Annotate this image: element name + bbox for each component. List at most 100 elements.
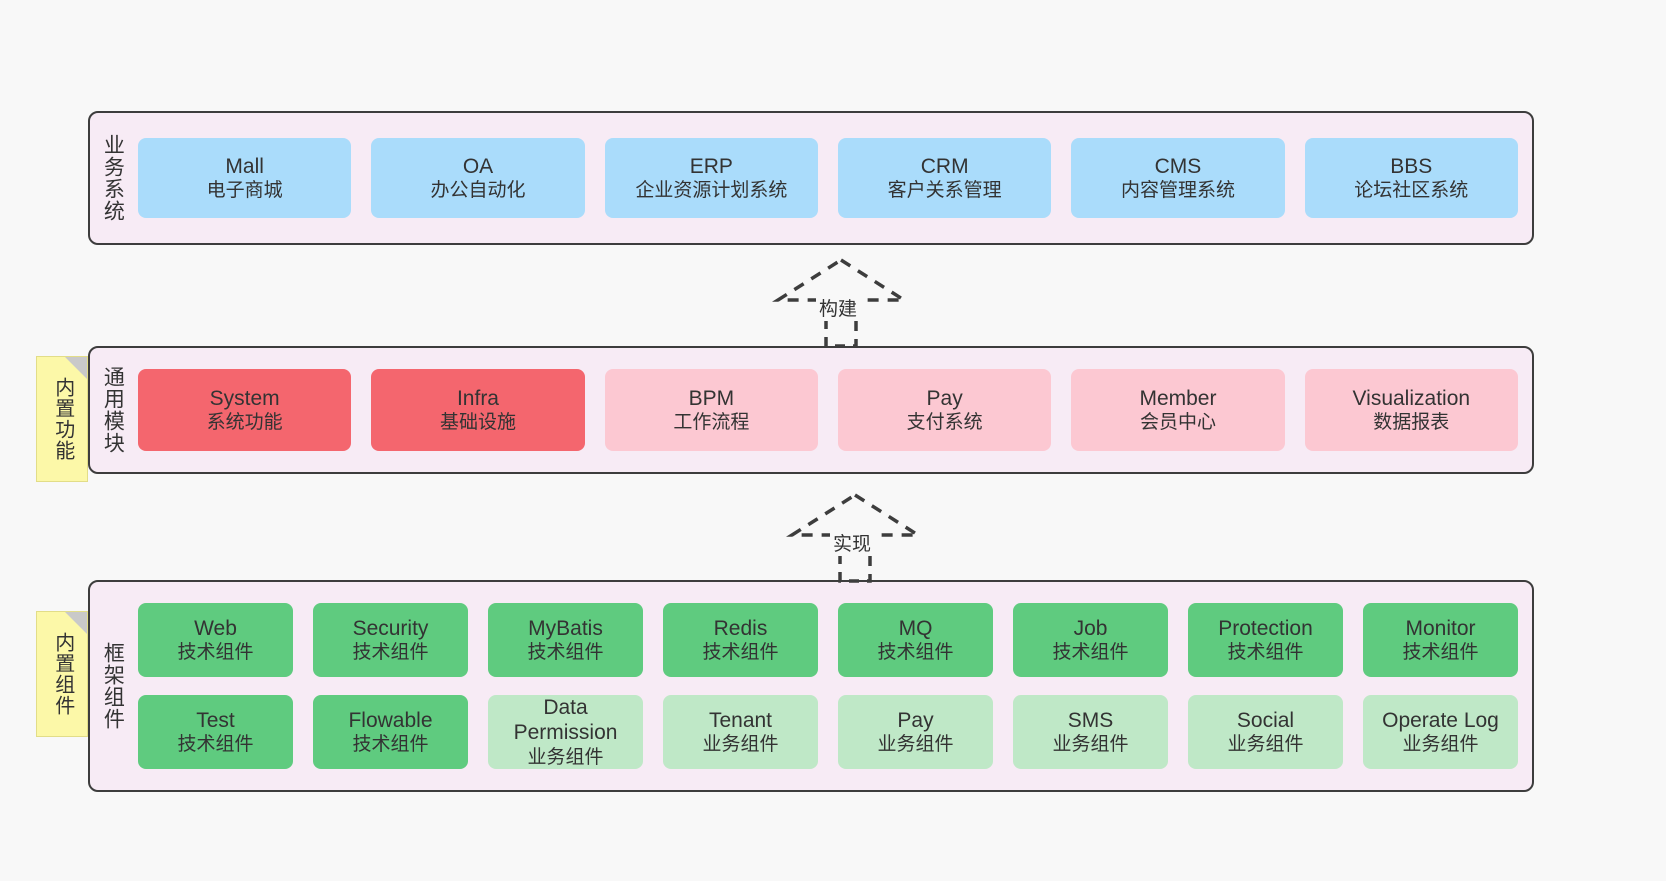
connector-implement-arrow bbox=[785, 492, 925, 583]
card-title: OA bbox=[462, 154, 494, 178]
card-social[interactable]: Social 业务组件 bbox=[1188, 695, 1343, 769]
card-subtitle: 技术组件 bbox=[352, 734, 429, 756]
card-title: ERP bbox=[689, 154, 733, 178]
layer-business-system[interactable]: 业务系统 Mall 电子商城 OA 办公自动化 ERP 企业资源计划系统 CRM… bbox=[88, 111, 1534, 245]
card-row: System 系统功能 Infra 基础设施 BPM 工作流程 Pay 支付系统… bbox=[138, 369, 1518, 451]
layer-title-framework-component: 框架组件 bbox=[101, 642, 125, 730]
card-protection[interactable]: Protection 技术组件 bbox=[1188, 603, 1343, 677]
card-title: Job bbox=[1073, 616, 1108, 640]
card-job[interactable]: Job 技术组件 bbox=[1013, 603, 1168, 677]
card-title: SMS bbox=[1067, 708, 1114, 732]
card-data-permission[interactable]: Data Permission 业务组件 bbox=[488, 695, 643, 769]
card-title: Mall bbox=[225, 154, 264, 178]
note-label: 内置功能 bbox=[51, 377, 74, 461]
card-title: Tenant bbox=[708, 708, 773, 732]
card-title: Monitor bbox=[1405, 616, 1476, 640]
card-title: CRM bbox=[920, 154, 969, 178]
card-mq[interactable]: MQ 技术组件 bbox=[838, 603, 993, 677]
card-subtitle: 技术组件 bbox=[877, 642, 954, 664]
card-row: Test 技术组件 Flowable 技术组件 Data Permission … bbox=[138, 695, 1518, 769]
card-subtitle: 论坛社区系统 bbox=[1354, 180, 1469, 202]
layer-body-business-system: Mall 电子商城 OA 办公自动化 ERP 企业资源计划系统 CRM 客户关系… bbox=[134, 113, 1532, 243]
card-mall[interactable]: Mall 电子商城 bbox=[138, 138, 352, 218]
card-title: Operate Log bbox=[1382, 708, 1499, 732]
layer-framework-component[interactable]: 框架组件 Web 技术组件 Security 技术组件 MyBatis 技术组件… bbox=[88, 580, 1534, 792]
layer-body-common-module: System 系统功能 Infra 基础设施 BPM 工作流程 Pay 支付系统… bbox=[134, 348, 1532, 472]
card-title: Security bbox=[352, 616, 429, 640]
card-subtitle: 技术组件 bbox=[177, 642, 254, 664]
card-title: System bbox=[209, 386, 280, 410]
card-title: MyBatis bbox=[528, 616, 603, 640]
card-title: Web bbox=[194, 616, 237, 640]
layer-title-business-system: 业务系统 bbox=[101, 134, 125, 222]
card-redis[interactable]: Redis 技术组件 bbox=[663, 603, 818, 677]
card-subtitle: 客户关系管理 bbox=[887, 180, 1002, 202]
layer-body-framework-component: Web 技术组件 Security 技术组件 MyBatis 技术组件 Redi… bbox=[134, 582, 1532, 790]
card-web[interactable]: Web 技术组件 bbox=[138, 603, 293, 677]
card-crm[interactable]: CRM 客户关系管理 bbox=[837, 138, 1052, 218]
card-erp[interactable]: ERP 企业资源计划系统 bbox=[604, 138, 818, 218]
card-title: Redis bbox=[713, 616, 768, 640]
note-builtin-component[interactable]: 内置组件 bbox=[36, 611, 88, 737]
card-subtitle: 工作流程 bbox=[673, 412, 750, 434]
note-label: 内置组件 bbox=[51, 632, 74, 716]
card-subtitle: 业务组件 bbox=[1052, 734, 1129, 756]
card-subtitle: 业务组件 bbox=[702, 734, 779, 756]
card-flowable[interactable]: Flowable 技术组件 bbox=[313, 695, 468, 769]
connector-build: 构建 bbox=[756, 254, 916, 352]
card-subtitle: 技术组件 bbox=[1402, 642, 1479, 664]
note-fold-corner-icon bbox=[65, 357, 87, 379]
card-pay-component[interactable]: Pay 业务组件 bbox=[838, 695, 993, 769]
card-visualization[interactable]: Visualization 数据报表 bbox=[1304, 369, 1518, 451]
card-oa[interactable]: OA 办公自动化 bbox=[371, 138, 585, 218]
card-title: Test bbox=[196, 708, 235, 732]
card-row: Mall 电子商城 OA 办公自动化 ERP 企业资源计划系统 CRM 客户关系… bbox=[138, 138, 1518, 218]
card-subtitle: 技术组件 bbox=[527, 642, 604, 664]
card-subtitle: 数据报表 bbox=[1373, 412, 1450, 434]
card-monitor[interactable]: Monitor 技术组件 bbox=[1363, 603, 1518, 677]
card-title: BBS bbox=[1390, 154, 1433, 178]
card-row: Web 技术组件 Security 技术组件 MyBatis 技术组件 Redi… bbox=[138, 603, 1518, 677]
card-tenant[interactable]: Tenant 业务组件 bbox=[663, 695, 818, 769]
card-operate-log[interactable]: Operate Log 业务组件 bbox=[1363, 695, 1518, 769]
card-member[interactable]: Member 会员中心 bbox=[1071, 369, 1285, 451]
card-title: MQ bbox=[898, 616, 933, 640]
card-subtitle: 会员中心 bbox=[1139, 412, 1216, 434]
card-mybatis[interactable]: MyBatis 技术组件 bbox=[488, 603, 643, 677]
card-bbs[interactable]: BBS 论坛社区系统 bbox=[1304, 138, 1518, 218]
card-subtitle: 基础设施 bbox=[439, 412, 516, 434]
card-subtitle: 技术组件 bbox=[702, 642, 779, 664]
note-fold-corner-icon bbox=[65, 612, 87, 634]
card-title: Social bbox=[1236, 708, 1295, 732]
card-pay-module[interactable]: Pay 支付系统 bbox=[837, 369, 1052, 451]
note-builtin-function[interactable]: 内置功能 bbox=[36, 356, 88, 482]
card-title: Infra bbox=[456, 386, 499, 410]
card-title: CMS bbox=[1154, 154, 1202, 178]
card-subtitle: 技术组件 bbox=[352, 642, 429, 664]
card-subtitle: 业务组件 bbox=[527, 747, 604, 769]
layer-title-common-module: 通用模块 bbox=[101, 366, 125, 454]
card-infra[interactable]: Infra 基础设施 bbox=[371, 369, 585, 451]
connector-build-arrow bbox=[771, 257, 911, 348]
card-subtitle: 电子商城 bbox=[206, 180, 283, 202]
card-title: Data Permission bbox=[513, 695, 618, 745]
card-title: Pay bbox=[926, 386, 963, 410]
card-test[interactable]: Test 技术组件 bbox=[138, 695, 293, 769]
card-subtitle: 企业资源计划系统 bbox=[635, 180, 788, 202]
card-title: BPM bbox=[688, 386, 735, 410]
card-bpm[interactable]: BPM 工作流程 bbox=[604, 369, 818, 451]
card-security[interactable]: Security 技术组件 bbox=[313, 603, 468, 677]
connector-implement-label: 实现 bbox=[830, 529, 875, 556]
card-subtitle: 内容管理系统 bbox=[1120, 180, 1235, 202]
card-subtitle: 支付系统 bbox=[906, 412, 983, 434]
card-system[interactable]: System 系统功能 bbox=[138, 369, 352, 451]
card-subtitle: 技术组件 bbox=[177, 734, 254, 756]
card-title: Flowable bbox=[348, 708, 433, 732]
card-cms[interactable]: CMS 内容管理系统 bbox=[1071, 138, 1285, 218]
card-title: Pay bbox=[897, 708, 934, 732]
card-title: Protection bbox=[1218, 616, 1313, 640]
card-subtitle: 业务组件 bbox=[1227, 734, 1304, 756]
layer-common-module[interactable]: 通用模块 System 系统功能 Infra 基础设施 BPM 工作流程 Pay… bbox=[88, 346, 1534, 474]
card-sms[interactable]: SMS 业务组件 bbox=[1013, 695, 1168, 769]
